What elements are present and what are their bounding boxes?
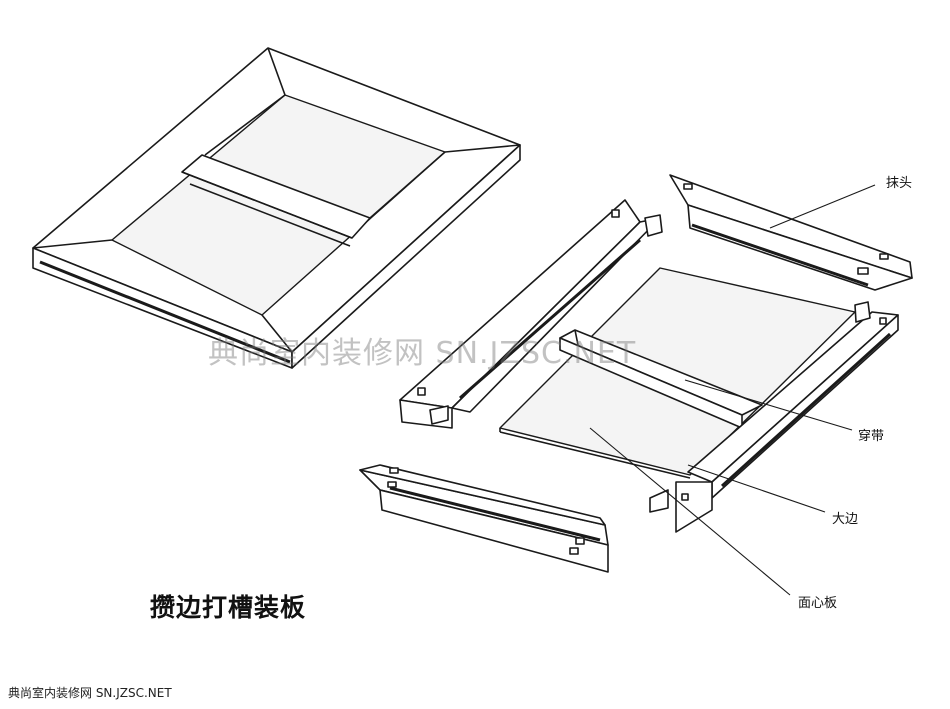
right-stile-dabian	[649, 301, 899, 533]
top-rail-motou	[669, 174, 913, 291]
label-chuandai: 穿带	[858, 429, 885, 444]
label-motou: 抹头	[886, 176, 913, 191]
leader-lines	[589, 184, 876, 596]
watermark-footer: 典尚室内装修网 SN.JZSC.NET	[8, 686, 172, 700]
bottom-rail	[359, 464, 609, 573]
assembled-frame	[32, 47, 521, 369]
left-stile	[399, 199, 663, 429]
watermark-center: 典尚室内装修网 SN.JZSC.NET	[208, 336, 637, 371]
diagram-caption: 攒边打槽装板	[150, 593, 307, 622]
cross-brace-chuandai	[559, 329, 763, 429]
label-dabian: 大边	[832, 512, 859, 527]
label-mianxinban: 面心板	[798, 596, 838, 611]
